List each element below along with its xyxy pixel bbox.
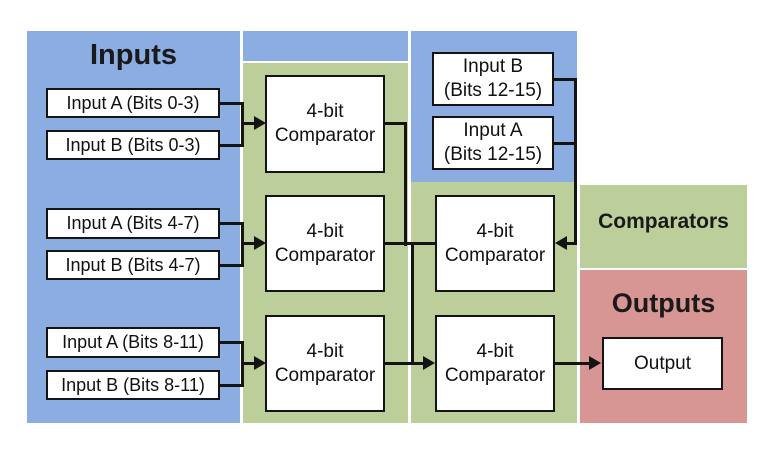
arrowhead-into-comparator-8-11-icon xyxy=(254,356,266,370)
wire-b8-11-stub xyxy=(219,384,244,387)
wire-bus-vertical-lower xyxy=(411,243,414,364)
output-box: Output xyxy=(602,337,723,390)
comparator-label-line1: 4-bit xyxy=(306,220,344,242)
comparator-label-line2: Comparator xyxy=(274,364,376,386)
comparator-label-line1: 4-bit xyxy=(476,220,514,242)
comparator-label-line1: 4-bit xyxy=(476,340,514,362)
wire-a12-15-stub xyxy=(554,142,577,145)
comparator-label-line2: Comparator xyxy=(444,244,546,266)
arrowhead-into-comparator-12-15-icon xyxy=(555,236,567,250)
inputs-title: Inputs xyxy=(90,39,177,71)
input-box-label-line1: Input B xyxy=(462,56,524,78)
wire-a4-7-stub xyxy=(219,222,244,225)
comparator-label-line1: 4-bit xyxy=(306,340,344,362)
input-box-label: Input A (Bits 4-7) xyxy=(66,213,200,234)
input-box-label-line1: Input A xyxy=(463,120,523,142)
input-box-b-bits-8-11: Input B (Bits 8-11) xyxy=(46,370,220,400)
wire-final-out-shaft xyxy=(555,362,590,365)
wire-highbits-arrow-shaft xyxy=(566,242,577,245)
wire-b0-3-stub xyxy=(219,144,244,147)
input-box-label: Input B (Bits 8-11) xyxy=(61,374,205,395)
comparators-title: Comparators xyxy=(598,210,729,233)
arrowhead-into-output-icon xyxy=(589,356,601,370)
input-box-b-bits-12-15: Input B (Bits 12-15) xyxy=(432,52,554,106)
arrowhead-into-final-comparator-icon xyxy=(423,356,435,370)
wire-comp8-11-out-to-final xyxy=(385,362,424,365)
input-box-label-line2: (Bits 12-15) xyxy=(443,144,543,165)
input-box-a-bits-4-7: Input A (Bits 4-7) xyxy=(46,208,220,239)
outputs-title: Outputs xyxy=(611,288,716,318)
wire-b4-7-stub xyxy=(219,264,244,267)
wire-comp0-3-out-stub xyxy=(385,122,407,125)
input-box-b-bits-4-7: Input B (Bits 4-7) xyxy=(46,250,220,280)
input-box-a-bits-8-11: Input A (Bits 8-11) xyxy=(46,327,220,358)
comparator-label-line1: 4-bit xyxy=(306,101,344,123)
comparator-label-line2: Comparator xyxy=(274,244,376,266)
wire-a0-3-stub xyxy=(219,102,244,105)
inputs-region-top-strip xyxy=(243,31,408,61)
comparator-label-line2: Comparator xyxy=(444,364,546,386)
wire-b12-15-stub xyxy=(554,78,577,81)
input-box-label: Input B (Bits 0-3) xyxy=(65,134,201,155)
input-box-label: Input A (Bits 8-11) xyxy=(62,332,204,353)
output-box-label: Output xyxy=(633,352,692,374)
comparator-box-bits-8-11: 4-bit Comparator xyxy=(265,315,385,412)
wire-a8-11-stub xyxy=(219,341,244,344)
comparator-box-bits-0-3: 4-bit Comparator xyxy=(265,75,385,173)
comparator-box-bits-4-7: 4-bit Comparator xyxy=(265,195,385,292)
input-box-label: Input B (Bits 4-7) xyxy=(65,254,201,275)
wire-comp4-7-out-to-comp12-15 xyxy=(385,242,435,245)
wire-bus-vertical-upper xyxy=(404,122,407,246)
comparator-box-final: 4-bit Comparator xyxy=(435,315,555,412)
input-box-a-bits-0-3: Input A (Bits 0-3) xyxy=(46,88,220,118)
arrowhead-into-comparator-0-3-icon xyxy=(254,116,266,130)
comparator-box-bits-12-15: 4-bit Comparator xyxy=(435,195,555,292)
wire-pair4-7-arrow-shaft xyxy=(241,242,256,245)
arrowhead-into-comparator-4-7-icon xyxy=(254,236,266,250)
input-box-a-bits-12-15: Input A (Bits 12-15) xyxy=(432,116,554,170)
comparator-label-line2: Comparator xyxy=(274,125,376,146)
input-box-b-bits-0-3: Input B (Bits 0-3) xyxy=(46,130,220,160)
wire-highbits-vertical xyxy=(574,78,577,245)
wire-pair8-11-arrow-shaft xyxy=(241,362,256,365)
input-box-label: Input A (Bits 0-3) xyxy=(66,92,200,113)
input-box-label-line2: (Bits 12-15) xyxy=(443,80,543,101)
wire-pair0-3-arrow-shaft xyxy=(241,122,256,125)
comparators-region-right xyxy=(580,185,747,268)
